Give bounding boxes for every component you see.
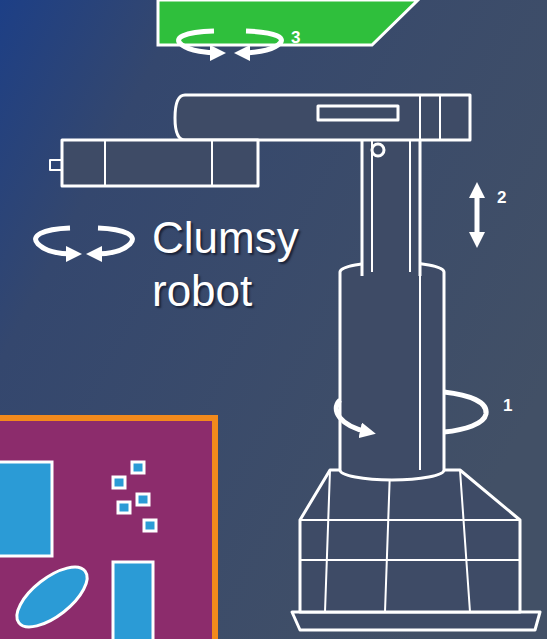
callout-number: 1 [503,397,512,414]
green-panel [158,0,418,45]
caption-text: Clumsy robot [152,212,342,318]
rotation-arrow [179,31,282,53]
rotation-arrow [336,392,486,432]
rotation-arrow [36,228,133,254]
vertical-arrow [475,190,480,240]
callout-number: 3 [291,29,300,46]
callout-number: 2 [497,189,506,206]
parts [0,462,156,639]
parts-tray [0,418,215,639]
